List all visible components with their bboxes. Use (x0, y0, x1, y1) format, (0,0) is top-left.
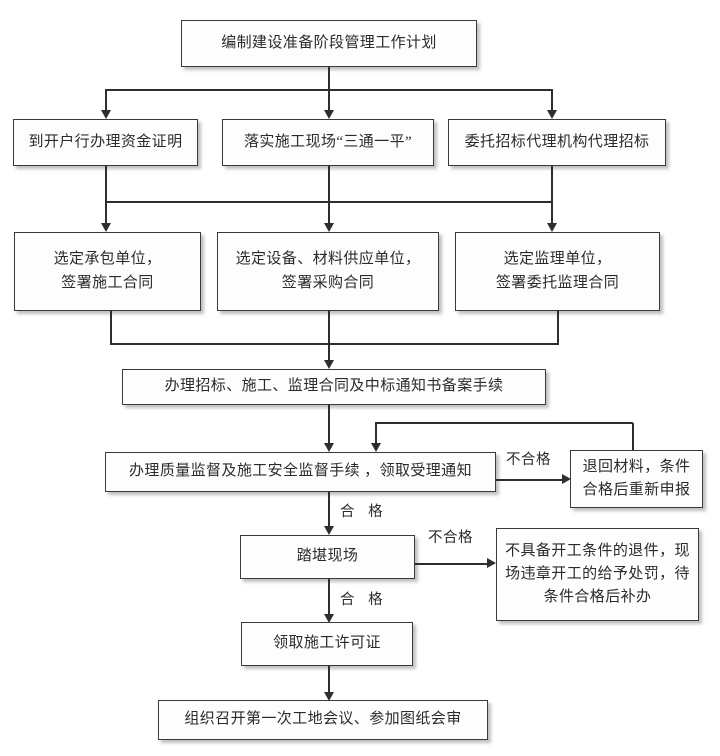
flow-node-return-materials[interactable]: 退回材料，条件 合格后重新申报 (570, 450, 703, 508)
arrowhead-n13 (324, 614, 334, 623)
connector-n11-to-n13 (328, 579, 330, 618)
node-line: 组织召开第一次工地会议、参加图纸会审 (184, 711, 462, 728)
connector-row3-mid-stem (328, 311, 330, 364)
connector-row2-left-stem (105, 166, 107, 202)
node-line: 合格后重新申报 (582, 482, 691, 498)
node-line: 踏堪现场 (296, 548, 359, 565)
connector-bus-row3-drop-left (105, 201, 107, 225)
flow-node-site-preparation[interactable]: 落实施工现场“三通一平” (222, 119, 434, 166)
flow-node-construction-permit[interactable]: 领取施工许可证 (241, 622, 413, 666)
connector-merge-row3 (110, 343, 559, 345)
flow-node-contract-filing[interactable]: 办理招标、施工、监理合同及中标通知书备案手续 (122, 369, 546, 405)
connector-bus-row3-drop-mid (328, 201, 330, 225)
connector-n9-to-n10 (496, 479, 564, 481)
arrowhead-n12 (487, 558, 496, 568)
node-line: 办理招标、施工、监理合同及中标通知书备案手续 (164, 378, 504, 395)
node-line: 签署委托监理合同 (495, 274, 620, 291)
flow-node-contractor-selection[interactable]: 选定承包单位， 签署施工合同 (14, 232, 201, 311)
arrowhead-row2-mid (324, 110, 334, 119)
flow-node-bidding-agency[interactable]: 委托招标代理机构代理招标 (448, 119, 666, 166)
node-line: 到开户行办理资金证明 (28, 133, 183, 150)
connector-n11-to-n12 (415, 563, 488, 565)
node-line: 委托招标代理机构代理招标 (464, 133, 650, 150)
flow-node-first-site-meeting[interactable]: 组织召开第一次工地会议、参加图纸会审 (158, 700, 488, 740)
connector-row3-right-stem (557, 311, 559, 344)
connector-row2-right-stem (551, 166, 553, 202)
connector-bus-row3-drop-right (551, 201, 553, 225)
connector-row3-left-stem (110, 311, 112, 344)
edge-label-pass-1: 合 格 (340, 504, 388, 520)
arrowhead-n10 (562, 474, 571, 484)
arrowhead-n14 (324, 692, 334, 701)
connector-feedback-down (375, 422, 377, 447)
connector-n13-to-n14 (328, 666, 330, 696)
node-line: 选定承包单位， (53, 251, 162, 268)
connector-bus-row2-drop-mid (328, 89, 330, 112)
connector-row2-mid-stem (328, 166, 330, 202)
connector-n1-trunk (328, 67, 330, 90)
connector-feedback-across (375, 422, 633, 424)
flow-node-plan[interactable]: 编制建设准备阶段管理工作计划 (181, 20, 477, 67)
arrowhead-n8 (324, 360, 334, 369)
edge-label-fail-2: 不合格 (428, 530, 473, 546)
node-line: 领取施工许可证 (273, 635, 381, 652)
node-line: 退回材料，条件 (582, 458, 691, 475)
node-line: 落实施工现场“三通一平” (243, 133, 413, 150)
arrowhead-n9-main (324, 443, 334, 452)
arrowhead-n11 (324, 526, 334, 535)
connector-bus-row2-drop-left (105, 89, 107, 112)
flow-node-supervisor-selection[interactable]: 选定监理单位， 签署委托监理合同 (455, 232, 660, 311)
arrowhead-row2-right (547, 110, 557, 119)
node-line: 编制建设准备阶段管理工作计划 (221, 34, 437, 51)
connector-n9-to-n11 (328, 492, 330, 530)
connector-bus-row2-drop-right (551, 89, 553, 112)
node-line: 场违章开工的给予处罚，待 (505, 565, 690, 582)
node-line: 办理质量监督及施工安全监督手续 ，领取受理通知 (129, 463, 472, 480)
flow-node-quality-supervision[interactable]: 办理质量监督及施工安全监督手续 ，领取受理通知 (105, 452, 496, 492)
edge-label-pass-2: 合 格 (340, 592, 388, 608)
arrowhead-row2-left (101, 110, 111, 119)
arrowhead-n9-feedback (371, 443, 381, 452)
node-line: 选定设备、材料供应单位， (235, 251, 421, 268)
node-line: 签署施工合同 (61, 274, 154, 291)
node-line: 不具备开工条件的退件，现 (505, 542, 690, 559)
node-line: 签署采购合同 (281, 274, 375, 291)
flow-node-site-survey[interactable]: 踏堪现场 (240, 535, 415, 579)
node-line: 条件合格后补办 (543, 589, 652, 606)
edge-label-fail-1: 不合格 (506, 452, 551, 468)
arrowhead-row3-left (101, 223, 111, 232)
arrowhead-row3-right (547, 223, 557, 232)
connector-n8-to-n9 (328, 405, 330, 447)
node-line: 选定监理单位， (503, 251, 612, 268)
flow-node-capital-certificate[interactable]: 到开户行办理资金证明 (13, 119, 198, 166)
flow-node-penalty-notice[interactable]: 不具备开工条件的退件，现 场违章开工的给予处罚，待 条件合格后补办 (496, 528, 699, 621)
arrowhead-row3-mid (324, 223, 334, 232)
flow-node-supplier-selection[interactable]: 选定设备、材料供应单位， 签署采购合同 (217, 232, 439, 311)
connector-feedback-up (632, 423, 634, 450)
